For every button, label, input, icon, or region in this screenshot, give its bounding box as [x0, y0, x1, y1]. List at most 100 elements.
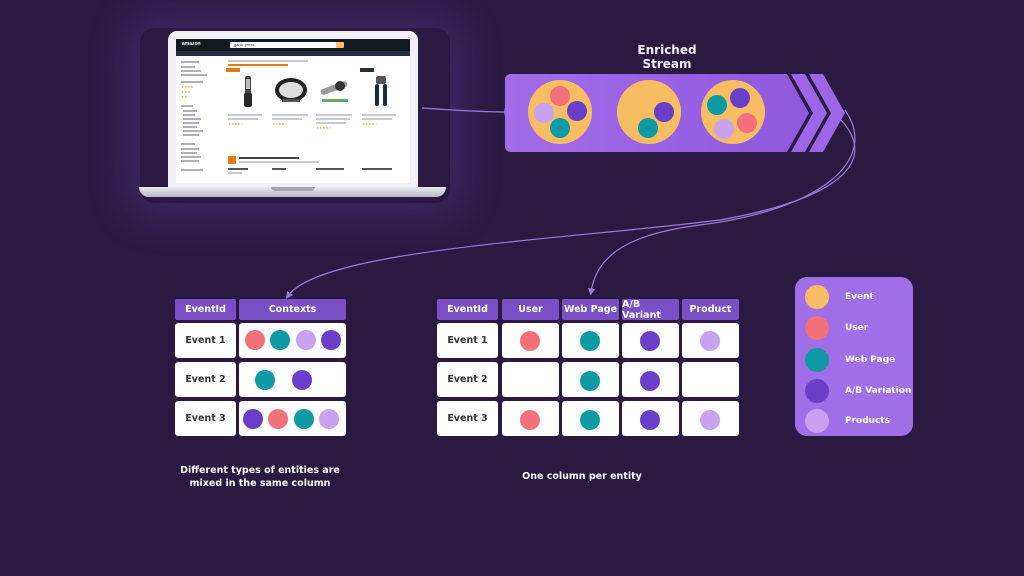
stream-title: Enriched Stream [637, 43, 697, 71]
ab-variation-dot [730, 88, 750, 108]
legend-event-label: Event [845, 292, 874, 302]
product-image-3[interactable] [316, 73, 354, 111]
right-header-web-page: Web Page [562, 299, 619, 320]
sidebar-line [181, 169, 203, 171]
web-page-dot [580, 331, 600, 351]
stream-to-left-table-arrow [285, 109, 856, 299]
user-dot [245, 330, 265, 350]
product-dot [319, 409, 339, 429]
web-page-dot [580, 371, 600, 391]
sidebar-stars: ★★★★ [181, 85, 194, 89]
editorial-col-line [362, 168, 392, 170]
sidebar-stars: ★★ [181, 95, 188, 99]
editorial-col-line [316, 168, 344, 170]
ab-variation-dot [243, 409, 263, 429]
sidebar-line [181, 148, 199, 150]
store-search-input[interactable] [230, 42, 342, 48]
sidebar-line [181, 61, 199, 63]
right-header-user: User [502, 299, 559, 320]
legend-products-label: Products [845, 416, 891, 426]
product-title-line [228, 114, 262, 116]
ab-variation-dot [640, 410, 660, 430]
ab-variation-dot [654, 102, 674, 122]
left-header-eventid: EventId [175, 299, 236, 320]
product-title-line [228, 118, 258, 120]
user-dot [520, 331, 540, 351]
right-header-ab-variant: A/B Variant [622, 299, 679, 321]
product-title-line [272, 114, 308, 116]
store-search-text: garlic press [234, 42, 255, 47]
product-title-line [272, 118, 302, 120]
right-row-label: Event 1 [437, 323, 498, 358]
product-dot [296, 330, 316, 350]
ab-variation-dot [321, 330, 341, 350]
sidebar-line [183, 110, 197, 112]
left-caption-line2: mixed in the same column [189, 478, 331, 489]
product-stars: ★★★★☆ [272, 122, 288, 126]
sidebar-line [181, 81, 203, 83]
product-stars: ★★★★☆ [362, 122, 378, 126]
legend-user-swatch [805, 316, 829, 340]
product-title-line [316, 122, 346, 124]
legend-event-swatch [805, 285, 829, 309]
product-stars: ★★★★☆ [316, 126, 332, 130]
sidebar-stars: ★★★ [181, 90, 191, 94]
sidebar-line [181, 156, 201, 158]
ab-variation-dot [292, 370, 312, 390]
legend-web-page-label: Web Page [845, 355, 896, 365]
sidebar-line [183, 118, 201, 120]
product-dot [700, 410, 720, 430]
web-page-dot [255, 370, 275, 390]
sidebar-line [181, 70, 201, 72]
product-dot [714, 119, 734, 139]
results-sponsored-line [228, 64, 288, 66]
ab-variation-dot [640, 331, 660, 351]
left-caption-line1: Different types of entities are [180, 465, 340, 476]
stream-chevron [809, 74, 845, 152]
product-image-1[interactable] [229, 73, 267, 111]
stream-to-right-table-arrow [588, 109, 856, 296]
laptop-base [139, 187, 446, 197]
stream-chevron [791, 74, 827, 152]
right-header-product: Product [682, 299, 739, 320]
left-row-label: Event 3 [175, 401, 236, 436]
web-page-dot [270, 330, 290, 350]
product-badge [360, 68, 374, 72]
product-image-4[interactable] [362, 73, 400, 111]
editorial-badge [228, 156, 236, 164]
right-product-cell [682, 362, 739, 397]
product-title-line [362, 118, 392, 120]
store-search-button[interactable] [336, 42, 344, 48]
legend-ab-variation-swatch [805, 379, 829, 403]
product-image-2[interactable] [272, 73, 310, 111]
right-row-label: Event 3 [437, 401, 498, 436]
sidebar-line [183, 122, 199, 124]
ab-variation-dot [640, 371, 660, 391]
web-page-dot [707, 95, 727, 115]
product-stars: ★★★★☆ [228, 122, 244, 126]
legend-ab-variation-label: A/B Variation [845, 386, 912, 396]
sidebar-line [181, 152, 197, 154]
sidebar-line [181, 74, 207, 76]
product-dot [534, 103, 554, 123]
sidebar-line [183, 134, 199, 136]
sidebar-line [181, 143, 195, 145]
ab-variation-dot [567, 101, 587, 121]
user-dot [268, 409, 288, 429]
left-row-label: Event 1 [175, 323, 236, 358]
web-page-dot [550, 118, 570, 138]
store-logo: amazon [182, 41, 201, 47]
store-nav-bar [176, 51, 410, 56]
results-heading-line [228, 60, 308, 62]
editorial-heading-line [239, 157, 299, 159]
right-user-cell [502, 362, 559, 397]
product-title-line [316, 114, 352, 116]
sidebar-line [183, 114, 195, 116]
sidebar-line [183, 130, 203, 132]
editorial-col-line [228, 172, 242, 174]
web-page-dot [580, 410, 600, 430]
sidebar-line [181, 160, 199, 162]
editorial-col-line [228, 168, 248, 170]
laptop-notch [271, 187, 315, 191]
